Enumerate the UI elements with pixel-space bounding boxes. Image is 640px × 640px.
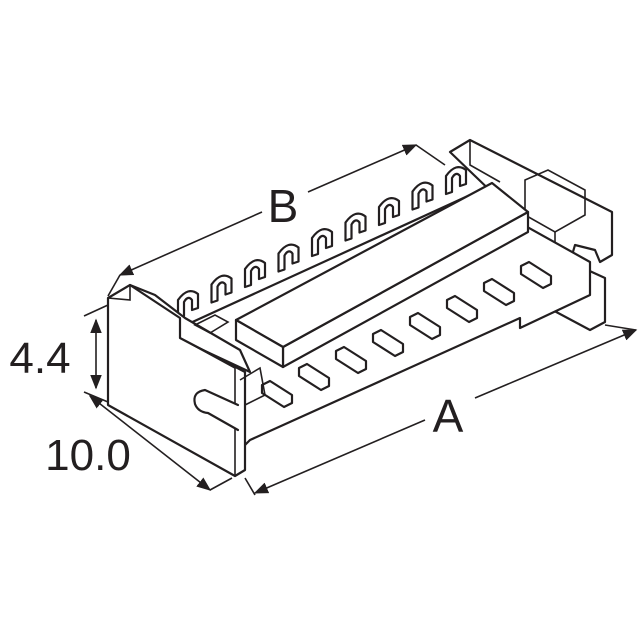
contact-loop <box>377 197 401 227</box>
front-pin <box>519 260 553 290</box>
front-pin <box>297 362 331 392</box>
contact-loop <box>243 259 267 289</box>
dimension-height: 4.4 <box>9 304 109 403</box>
top-cover-plate <box>234 181 530 369</box>
front-pin <box>260 379 294 409</box>
front-pins <box>260 260 553 409</box>
dimension-a: A <box>244 324 638 496</box>
contact-loop <box>444 166 468 196</box>
dimension-a-label: A <box>433 390 464 442</box>
dimension-depth: 10.0 <box>45 395 233 491</box>
contact-loop <box>344 212 367 242</box>
front-pin <box>334 345 368 375</box>
contact-loop <box>277 243 300 273</box>
contact-loop <box>176 290 200 320</box>
contact-loop <box>411 181 434 211</box>
dimension-b-label: B <box>268 180 299 232</box>
dimension-depth-label: 10.0 <box>45 431 131 480</box>
contact-loop <box>310 228 334 258</box>
dimension-height-label: 4.4 <box>9 334 70 383</box>
front-pin <box>371 328 405 358</box>
front-pin <box>445 294 479 324</box>
contact-loop <box>210 274 233 304</box>
front-pin <box>408 311 442 341</box>
rear-contact-loops <box>176 166 468 320</box>
dimension-b: B <box>107 144 446 297</box>
front-pin <box>482 277 516 307</box>
